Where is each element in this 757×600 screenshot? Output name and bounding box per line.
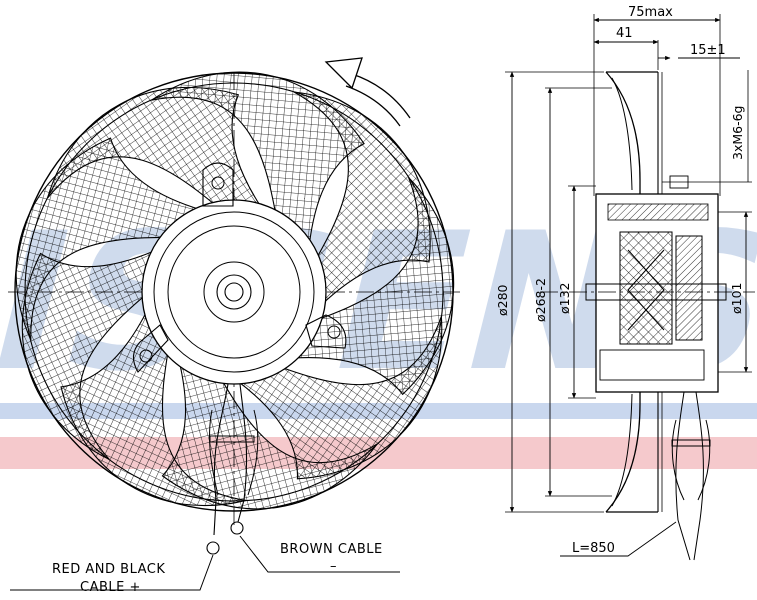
mounting-lug-top	[202, 162, 234, 207]
fan-blade	[151, 71, 365, 257]
rotor	[619, 231, 673, 345]
dimension-lines	[505, 14, 752, 557]
stator	[675, 235, 703, 341]
cable-terminal-positive	[206, 541, 220, 555]
cable-bundle	[206, 383, 259, 555]
motor-housing-hatch	[607, 203, 709, 221]
brown-cable-label-line1: BROWN CABLE	[280, 542, 383, 557]
fan-blade	[227, 316, 443, 480]
brown-cable-label-line2: –	[330, 559, 337, 574]
fan-blades	[15, 71, 455, 510]
mounting-lug-right	[305, 314, 347, 349]
fan-blade	[60, 299, 247, 507]
fan-blade	[46, 86, 269, 222]
fan-blade	[293, 91, 431, 314]
shaft-outer	[216, 274, 252, 310]
dim-hub-depth: 41	[616, 26, 633, 41]
dim-motor-diameter: ø101	[729, 282, 744, 314]
dim-mount-offset: 15±1	[690, 43, 726, 58]
leader-red-black	[10, 554, 214, 591]
dim-hub-diameter: ø132	[557, 282, 572, 314]
motor-housing-inner	[153, 211, 315, 373]
fan-blade	[161, 350, 378, 510]
red-black-cable-label-line1: RED AND BLACK	[52, 562, 165, 577]
side-cable-bundle	[671, 391, 711, 561]
dim-cable-length: L=850	[572, 541, 615, 556]
shroud-profile	[605, 71, 658, 513]
motor-housing	[141, 199, 327, 385]
dim-mount-thread: 3xM6-6g	[730, 106, 745, 161]
side-view	[540, 71, 755, 561]
dim-ring-diameter: ø268-2	[533, 278, 548, 322]
mounting-lug-left	[132, 324, 169, 373]
dim-outer-diameter: ø280	[495, 284, 510, 316]
hub-disc	[167, 225, 301, 359]
front-view	[8, 57, 460, 591]
fan-blade	[281, 176, 455, 396]
fan-blade	[15, 137, 213, 341]
cable-terminal-negative	[230, 521, 244, 535]
hub-ring	[203, 261, 265, 323]
rotation-direction-arrow	[324, 57, 411, 127]
fan-blade	[21, 244, 167, 460]
red-black-cable-label-line2: CABLE +	[80, 580, 141, 595]
leader-brown	[239, 535, 400, 573]
dim-overall-depth: 75max	[628, 5, 673, 20]
shaft	[224, 282, 244, 302]
